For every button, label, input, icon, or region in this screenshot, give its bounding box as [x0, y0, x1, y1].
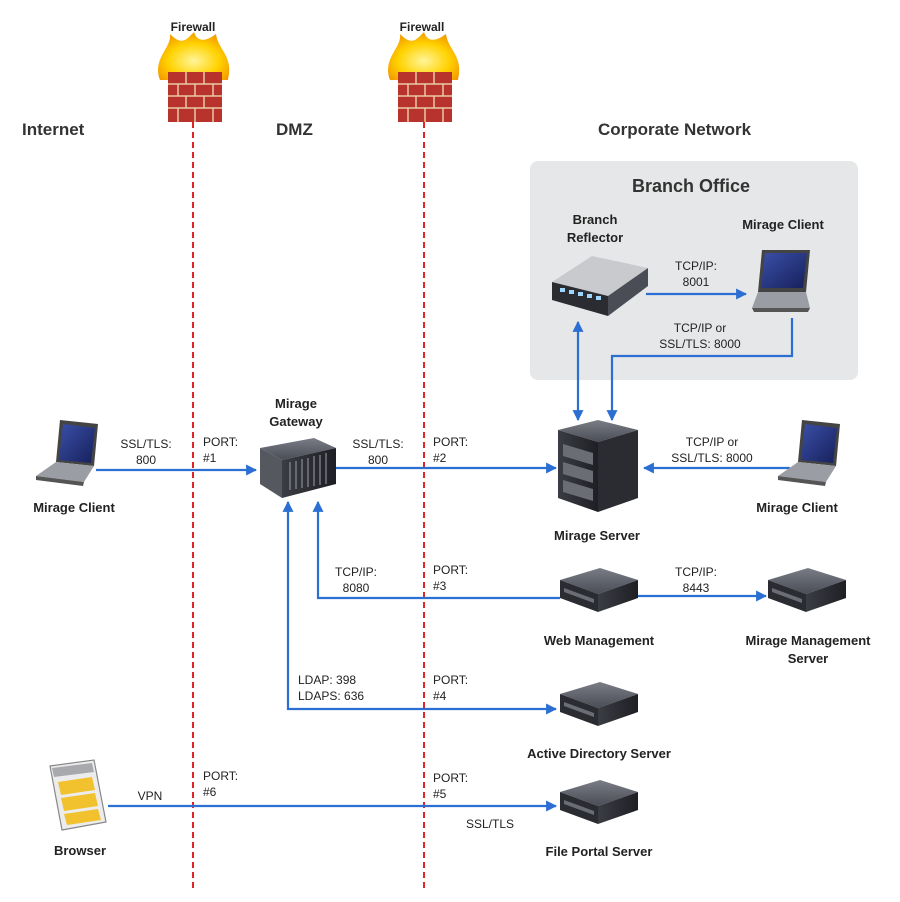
internet-client-label: Mirage Client: [33, 500, 115, 515]
link-label: 800: [136, 453, 156, 467]
link-label: LDAPS: 636: [298, 689, 364, 703]
link-label: SSL/TLS: [466, 817, 514, 831]
port-label: PORT:: [203, 769, 238, 783]
link-label: VPN: [138, 789, 163, 803]
server-icon: [560, 682, 638, 726]
server-icon: [560, 568, 638, 612]
link-label: SSL/TLS: 8000: [659, 337, 741, 351]
firewall-label-2: Firewall: [400, 20, 445, 34]
right-client-label: Mirage Client: [756, 500, 838, 515]
link-label: TCP/IP:: [675, 565, 717, 579]
link-label: TCP/IP or: [674, 321, 726, 335]
branch-office-title: Branch Office: [632, 176, 750, 196]
branch-client-label: Mirage Client: [742, 217, 824, 232]
port-label: #4: [433, 689, 447, 703]
port-label: PORT:: [433, 673, 468, 687]
link-label: SSL/TLS:: [352, 437, 403, 451]
ad-server-label: Active Directory Server: [527, 746, 671, 761]
port-label: #1: [203, 451, 217, 465]
browser-label: Browser: [54, 843, 106, 858]
port-label: PORT:: [433, 771, 468, 785]
port-label: PORT:: [203, 435, 238, 449]
link-label: 8080: [343, 581, 370, 595]
link-branch-client-server: [606, 318, 794, 422]
file-portal-label: File Portal Server: [546, 844, 653, 859]
mgmt-server-label: Mirage Management: [746, 633, 872, 648]
port-label: PORT:: [433, 563, 468, 577]
link-label: TCP/IP:: [335, 565, 377, 579]
gateway-label: Gateway: [269, 414, 323, 429]
gateway-label: Mirage: [275, 396, 317, 411]
web-management-label: Web Management: [544, 633, 655, 648]
link-label: TCP/IP:: [675, 259, 717, 273]
server-icon: [768, 568, 846, 612]
branch-reflector-label: Reflector: [567, 230, 623, 245]
server-icon: [560, 780, 638, 824]
firewall-icon: [388, 32, 460, 122]
laptop-icon: [36, 420, 98, 486]
zone-corporate: Corporate Network: [598, 120, 752, 139]
mgmt-server-label: Server: [788, 651, 828, 666]
laptop-icon: [752, 250, 810, 312]
link-label: 800: [368, 453, 388, 467]
laptop-icon: [778, 420, 840, 486]
mirage-server-label: Mirage Server: [554, 528, 640, 543]
link-gateway-ad: [282, 500, 558, 715]
link-label: SSL/TLS: 8000: [671, 451, 753, 465]
switch-icon: [552, 256, 648, 316]
link-label: 8443: [683, 581, 710, 595]
server-icon: [260, 438, 336, 498]
port-label: #5: [433, 787, 447, 801]
firewall-label-1: Firewall: [171, 20, 216, 34]
browser-icon: [49, 759, 107, 831]
link-label: 8001: [683, 275, 710, 289]
branch-office-box: [530, 161, 858, 380]
connection-lines: [96, 288, 794, 812]
port-label: PORT:: [433, 435, 468, 449]
link-label: SSL/TLS:: [120, 437, 171, 451]
zone-dmz: DMZ: [276, 120, 313, 139]
port-label: #3: [433, 579, 447, 593]
server-icon: [558, 420, 638, 512]
port-label: #2: [433, 451, 447, 465]
link-label: LDAP: 398: [298, 673, 356, 687]
port-label: #6: [203, 785, 217, 799]
branch-reflector-label: Branch: [573, 212, 618, 227]
zone-internet: Internet: [22, 120, 85, 139]
link-label: TCP/IP or: [686, 435, 738, 449]
firewall-icon: [158, 32, 230, 122]
